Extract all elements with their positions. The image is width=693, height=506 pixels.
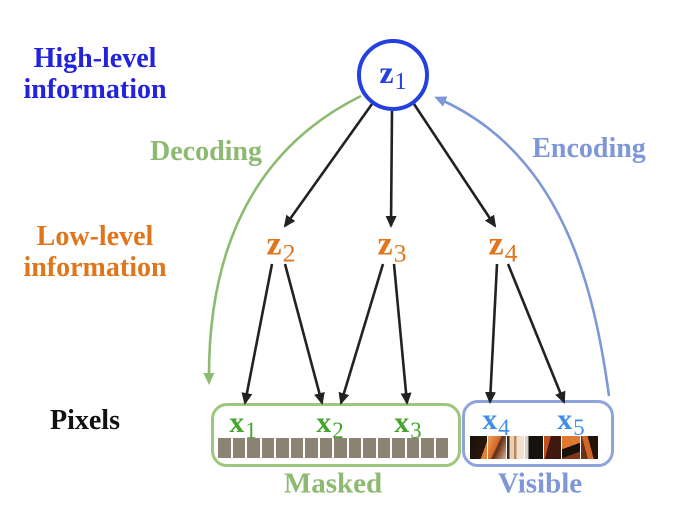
masked-square xyxy=(406,438,419,458)
masked-square xyxy=(232,438,245,458)
edge-z1-z4 xyxy=(412,103,497,228)
masked-square xyxy=(319,438,332,458)
label-visible: Visible xyxy=(497,467,583,500)
visible-image-patch xyxy=(525,436,543,459)
masked-square xyxy=(218,438,231,458)
visible-patch-strip xyxy=(470,436,598,459)
node-x3: x3 xyxy=(394,405,422,444)
masked-square xyxy=(261,438,274,458)
masked-square xyxy=(392,438,405,458)
masked-square xyxy=(377,438,390,458)
masked-square xyxy=(363,438,376,458)
edge-z3-x3 xyxy=(392,263,412,405)
node-z3: z3 xyxy=(377,225,407,268)
masked-square xyxy=(435,438,448,458)
edge-z3-x2 xyxy=(338,263,385,405)
label-low-level-line2: information xyxy=(23,251,167,283)
masked-patch-strip xyxy=(218,438,448,458)
label-encoding: Encoding xyxy=(532,133,646,164)
visible-image-patch xyxy=(506,436,525,459)
label-low-level-line1: Low-level xyxy=(36,221,154,252)
edge-z1-z3 xyxy=(385,110,397,228)
label-high-level-line1: High-level xyxy=(33,43,157,74)
visible-image-patch xyxy=(580,436,598,459)
node-x1: x1 xyxy=(229,405,257,444)
edge-z4-x4 xyxy=(485,263,499,404)
visible-image-patch xyxy=(562,436,580,459)
node-z2: z2 xyxy=(266,225,296,268)
node-x5: x5 xyxy=(557,402,585,441)
label-decoding: Decoding xyxy=(150,136,262,167)
visible-image-patch xyxy=(488,436,506,459)
visible-image-patch xyxy=(470,436,488,459)
masked-square xyxy=(247,438,260,458)
label-low-level-information: Low-level information xyxy=(14,221,176,284)
label-masked: Masked xyxy=(283,467,383,500)
label-high-level-information: High-level information xyxy=(14,43,176,106)
edge-z2-x1 xyxy=(241,263,274,405)
masked-square xyxy=(421,438,434,458)
node-x4: x4 xyxy=(482,402,510,441)
label-high-level-line2: information xyxy=(23,73,167,105)
masked-group-box xyxy=(211,403,461,467)
masked-square xyxy=(305,438,318,458)
masked-square xyxy=(334,438,347,458)
masked-square xyxy=(276,438,289,458)
visible-image-patch xyxy=(543,436,562,459)
node-z1-label: z1 xyxy=(379,53,407,96)
edge-z4-x5 xyxy=(506,263,566,404)
node-z1: z1 xyxy=(357,39,429,111)
masked-square xyxy=(290,438,303,458)
masked-square xyxy=(348,438,361,458)
edge-z1-z2 xyxy=(283,103,374,228)
node-x2: x2 xyxy=(316,405,344,444)
edge-z2-x2 xyxy=(283,263,325,405)
label-pixels: Pixels xyxy=(50,405,120,436)
node-z4: z4 xyxy=(488,225,518,268)
